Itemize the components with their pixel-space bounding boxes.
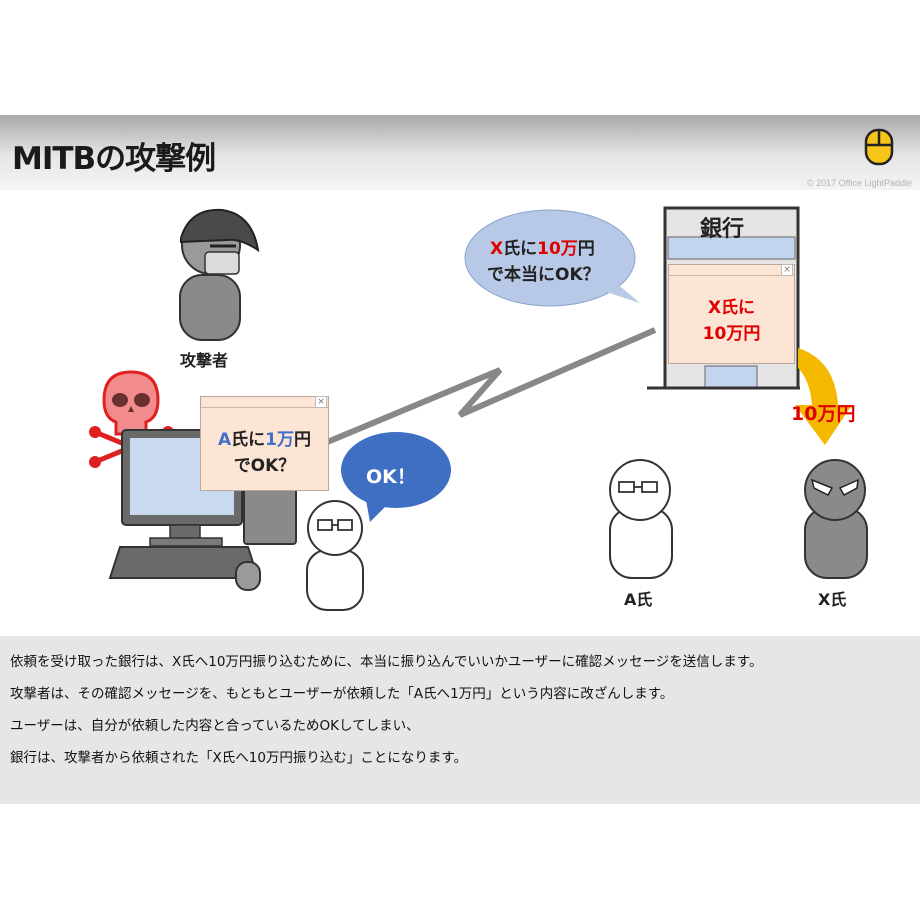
diagram-graphics	[89, 206, 868, 611]
victim-dialog-suffix: 円	[294, 430, 311, 450]
bank-dialog-line2: 10万円	[702, 324, 761, 344]
network-line	[323, 327, 657, 446]
bank-bubble-line2: で本当にOK？	[487, 265, 600, 285]
bank-label: 銀行	[700, 217, 745, 242]
attacker-figure	[179, 208, 260, 341]
bank-bubble-suffix: 円	[577, 239, 595, 259]
bank-bubble-line1: X氏に10万円	[490, 234, 595, 259]
person-x-figure	[804, 459, 868, 579]
bank-bubble-amount: 10万	[537, 239, 578, 259]
dialog-titlebar	[201, 397, 328, 408]
victim-confirm-dialog: × A氏に1万円 でOK？	[200, 396, 329, 491]
skull-icon	[89, 370, 174, 468]
close-icon[interactable]: ×	[781, 264, 793, 276]
transfer-arrow-icon	[795, 348, 852, 445]
description-line-3: ユーザーは、自分が依頼した内容と合っているためOKしてしまい、	[10, 718, 420, 734]
user-reply-text: OK！	[366, 466, 416, 488]
bank-confirm-bubble	[464, 209, 640, 307]
description-box: 依頼を受け取った銀行は、X氏へ10万円振り込むために、本当に振り込んでいいかユー…	[0, 636, 920, 804]
close-icon[interactable]: ×	[315, 396, 327, 408]
attacker-label: 攻撃者	[180, 351, 229, 370]
victim-dialog-mid: 氏に	[231, 430, 266, 450]
bank-confirm-dialog: × X氏に 10万円	[668, 264, 795, 364]
victim-dialog-prefix: A	[217, 430, 232, 450]
person-a-label: A氏	[624, 590, 653, 609]
dialog-titlebar	[669, 265, 794, 276]
slide-title: MITBの攻撃例	[12, 141, 216, 177]
transfer-amount-label: 10万円	[791, 403, 856, 425]
description-line-4: 銀行は、攻撃者から依頼された「X氏へ10万円振り込む」ことになります。	[10, 750, 468, 766]
person-a-figure	[609, 459, 673, 579]
mouse-logo-icon	[864, 128, 894, 166]
slide-header: MITBの攻撃例 © 2017 Office LightPaddle	[0, 115, 920, 190]
person-x-label: X氏	[818, 590, 847, 609]
bank-bubble-prefix: X	[490, 239, 504, 259]
bank-dialog-line1: X氏に	[707, 298, 756, 318]
description-line-1: 依頼を受け取った銀行は、X氏へ10万円振り込むために、本当に振り込んでいいかユー…	[10, 654, 763, 670]
user-figure	[306, 500, 364, 611]
copyright-text: © 2017 Office LightPaddle	[806, 178, 912, 188]
victim-dialog-line2: でOK？	[233, 456, 296, 476]
mitb-diagram: 攻撃者 × A氏に1万円 でOK？ OK！ X氏に10万円 で本当にOK？ 銀行…	[0, 190, 920, 635]
user-reply-bubble	[341, 432, 451, 522]
bank-bubble-mid: 氏に	[503, 239, 538, 259]
victim-dialog-line1: A氏に1万円	[201, 427, 328, 453]
description-line-2: 攻撃者は、その確認メッセージを、もともとユーザーが依頼した「A氏へ1万円」という…	[10, 686, 674, 702]
victim-dialog-amount: 1万	[265, 430, 294, 450]
